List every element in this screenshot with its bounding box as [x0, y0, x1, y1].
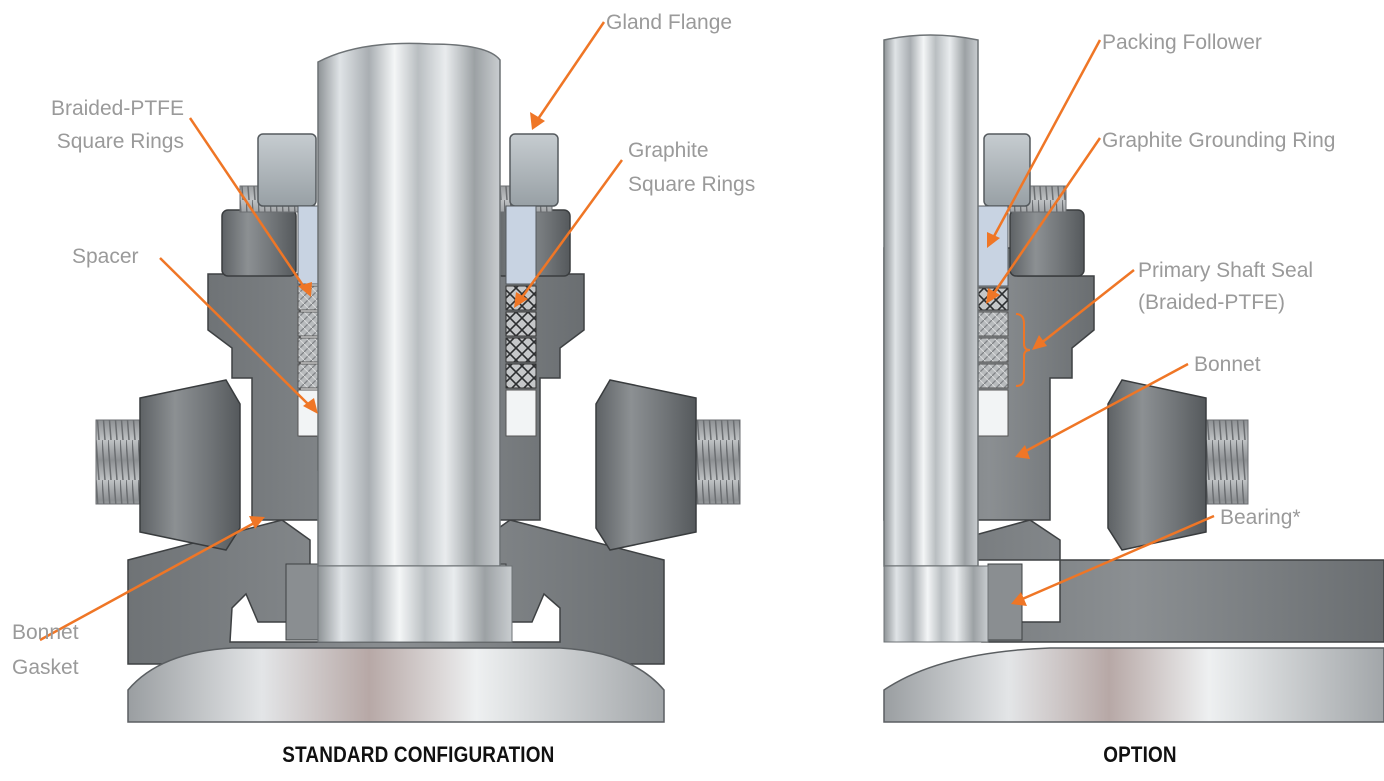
- label-braided-ptfe-line1: Braided-PTFE: [50, 97, 184, 120]
- bearing-left: [285, 563, 319, 641]
- label-bonnet: Bonnet: [1194, 353, 1261, 376]
- arrowhead-primary-seal: [1032, 335, 1047, 350]
- gland-flange-right: [509, 133, 559, 207]
- caption-option: OPTION: [1103, 742, 1177, 767]
- option-assembly: [883, 34, 1384, 723]
- label-graphite-line1: Graphite: [628, 139, 709, 162]
- graphite-ring-4: [505, 363, 537, 389]
- label-spacer: Spacer: [72, 245, 139, 268]
- arrowhead-bearing: [1011, 592, 1027, 606]
- side-nut-left: [139, 379, 241, 551]
- arrowhead-bonnet: [1015, 445, 1030, 459]
- arrowhead-gland-flange: [530, 112, 545, 130]
- option-braided-ring-2: [977, 337, 1009, 363]
- graphite-ring-2: [505, 311, 537, 337]
- option-bolt-thread: [1199, 419, 1249, 505]
- bolt-thread-right: [691, 419, 741, 505]
- arrowhead-packing-follower: [987, 232, 1000, 248]
- arrowhead-graphite: [514, 292, 528, 308]
- option-shaft-hub: [883, 565, 989, 643]
- option-braided-ring-3: [977, 363, 1009, 389]
- option-gland-nut: [1009, 209, 1085, 277]
- option-valve-shaft: [883, 34, 979, 567]
- label-braided-ptfe-line2: Square Rings: [56, 130, 184, 153]
- arrowhead-spacer: [303, 398, 318, 414]
- leader-grounding-ring: [990, 137, 1102, 297]
- option-spacer: [977, 389, 1009, 437]
- label-bonnet-gasket-line1: Bonnet: [12, 621, 79, 644]
- option-side-nut: [1107, 379, 1207, 551]
- leader-bearing: [1019, 514, 1215, 602]
- label-primary-shaft-seal-line1: Primary Shaft Seal: [1138, 259, 1314, 282]
- primary-seal-brace: [1015, 313, 1031, 387]
- label-bearing: Bearing*: [1220, 506, 1301, 529]
- option-braided-ring-1: [977, 311, 1009, 337]
- caption-standard-configuration: STANDARD CONFIGURATION: [282, 742, 555, 767]
- option-gland-flange: [983, 133, 1031, 207]
- gland-flange-left: [257, 133, 317, 207]
- leader-graphite: [518, 159, 624, 301]
- label-gland-flange: Gland Flange: [606, 11, 733, 34]
- leader-packing-follower: [990, 39, 1102, 241]
- graphite-ring-1: [505, 285, 537, 311]
- label-graphite-line2: Square Rings: [628, 173, 756, 196]
- leader-bonnet-gasket: [39, 520, 257, 642]
- arrowhead-grounding-ring: [986, 288, 1000, 304]
- label-packing-follower: Packing Follower: [1102, 31, 1262, 54]
- arrowhead-bonnet-gasket: [249, 516, 265, 529]
- spacer-right: [505, 389, 537, 437]
- label-bonnet-gasket-line2: Gasket: [12, 656, 79, 679]
- standard-assembly: [95, 42, 741, 723]
- label-primary-shaft-seal-line2: (Braided-PTFE): [1138, 291, 1286, 314]
- packing-follower-right: [505, 205, 537, 285]
- leader-braided-ptfe: [188, 117, 308, 291]
- leader-spacer: [159, 257, 313, 409]
- side-nut-right: [595, 379, 697, 551]
- shaft-hub: [317, 565, 513, 643]
- bolt-thread-left: [95, 419, 145, 505]
- leader-gland-flange: [534, 21, 606, 123]
- graphite-ring-3: [505, 337, 537, 363]
- leader-primary-seal: [1039, 269, 1135, 345]
- leader-bonnet: [1023, 362, 1189, 454]
- arrowhead-braided-ptfe: [298, 282, 312, 297]
- leader-lines: [39, 21, 1215, 642]
- valve-shaft: [317, 42, 501, 567]
- label-graphite-grounding-ring: Graphite Grounding Ring: [1102, 129, 1336, 152]
